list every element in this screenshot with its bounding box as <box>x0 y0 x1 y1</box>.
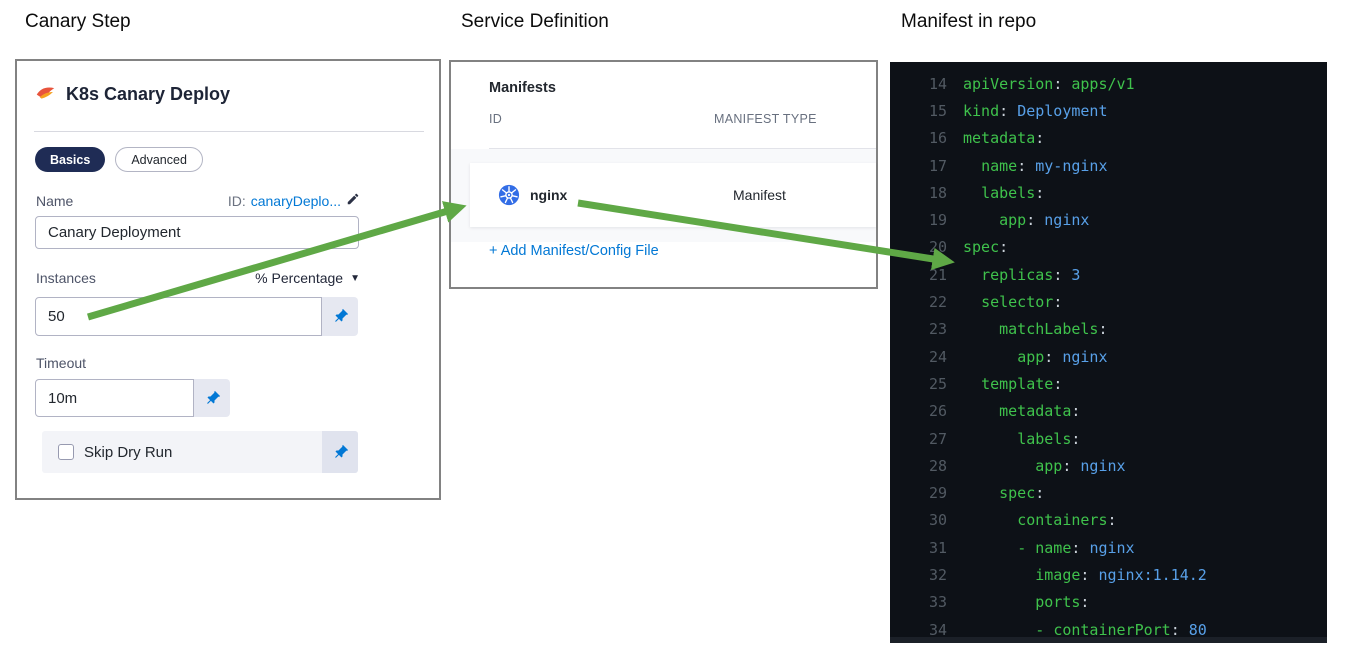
manifest-row-nginx[interactable]: nginx Manifest <box>470 163 876 227</box>
code-line: 25 template: <box>928 374 1063 393</box>
code-line: 19 app: nginx <box>928 211 1090 230</box>
code-line: 34 - containerPort: 80 <box>928 620 1207 639</box>
skip-dry-run-label: Skip Dry Run <box>84 443 173 461</box>
canary-icon <box>35 83 56 106</box>
instances-input[interactable]: 50 <box>35 297 322 336</box>
timeout-label: Timeout <box>36 355 87 371</box>
code-line: 27 labels: <box>928 429 1081 448</box>
column-header-manifest-type: MANIFEST TYPE <box>714 112 817 126</box>
name-input[interactable]: Canary Deployment <box>35 216 359 249</box>
canary-step-panel: K8s Canary Deploy Basics Advanced Name I… <box>15 59 441 500</box>
tab-advanced[interactable]: Advanced <box>115 147 203 172</box>
code-line: 31 - name: nginx <box>928 538 1135 557</box>
service-definition-panel: Manifests ID MANIFEST TYPE nginx Manifes… <box>449 60 878 289</box>
kubernetes-icon <box>498 184 520 206</box>
code-line: 30 containers: <box>928 511 1117 530</box>
instances-label: Instances <box>36 270 96 286</box>
unit-selector[interactable]: % Percentage ▼ <box>255 270 360 286</box>
timeout-pin-button[interactable] <box>194 379 230 417</box>
skip-dry-run-checkbox[interactable] <box>58 444 74 460</box>
name-label: Name <box>36 192 74 209</box>
code-line: 21 replicas: 3 <box>928 265 1081 284</box>
code-line: 29 spec: <box>928 484 1045 503</box>
caret-down-icon: ▼ <box>350 272 360 284</box>
step-title: K8s Canary Deploy <box>66 84 231 104</box>
code-editor-bottom-bar <box>890 637 1327 643</box>
pin-icon <box>334 308 348 322</box>
tab-basics[interactable]: Basics <box>35 147 106 172</box>
instances-pin-button[interactable] <box>322 297 358 336</box>
edit-pencil-icon[interactable] <box>346 192 360 209</box>
manifest-id: nginx <box>530 187 568 203</box>
heading-service-definition: Service Definition <box>461 11 609 32</box>
code-line: 26 metadata: <box>928 402 1081 421</box>
timeout-input[interactable]: 10m <box>35 379 194 417</box>
manifests-card-title: Manifests <box>489 80 556 96</box>
add-manifest-link[interactable]: + Add Manifest/Config File <box>489 243 659 259</box>
code-line: 32 image: nginx:1.14.2 <box>928 565 1207 584</box>
pin-icon <box>206 390 220 404</box>
id-prefix: ID: <box>227 192 246 209</box>
code-line: 28 app: nginx <box>928 456 1126 475</box>
skip-dry-run-pin-button[interactable] <box>322 431 358 473</box>
skip-dry-run-row: Skip Dry Run <box>42 431 358 473</box>
code-line: 17 name: my-nginx <box>928 156 1108 175</box>
divider <box>489 148 876 149</box>
divider <box>34 131 424 132</box>
pin-icon <box>334 444 348 458</box>
manifest-type: Manifest <box>733 187 786 203</box>
code-line: 18 labels: <box>928 183 1045 202</box>
code-line: 23 matchLabels: <box>928 320 1108 339</box>
step-id-link[interactable]: canaryDeplo... <box>250 192 341 209</box>
code-line: 22 selector: <box>928 293 1063 312</box>
code-line: 33 ports: <box>928 593 1090 612</box>
code-line: 24 app: nginx <box>928 347 1108 366</box>
column-header-id: ID <box>489 112 503 126</box>
heading-manifest-in-repo: Manifest in repo <box>901 11 1037 32</box>
heading-canary-step: Canary Step <box>25 11 131 32</box>
